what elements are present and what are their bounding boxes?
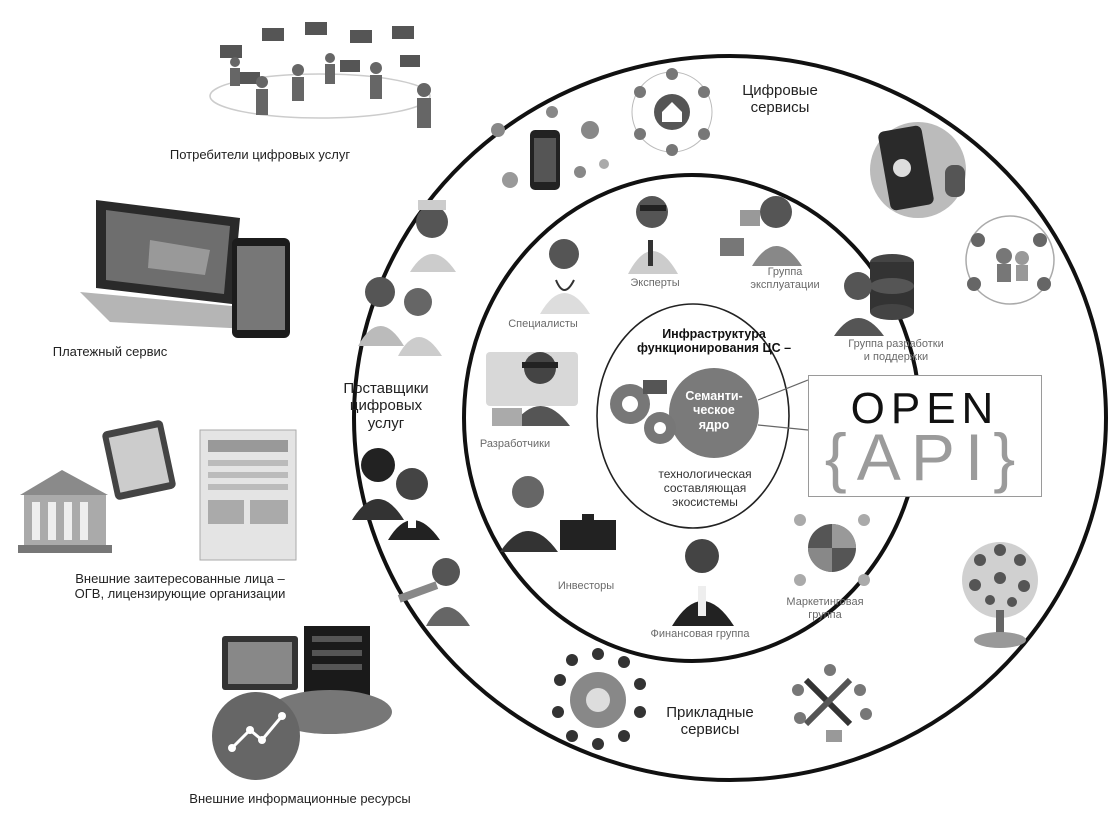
nurse-icon [410, 200, 456, 272]
external-resources-icon [212, 626, 392, 780]
tools-icon [792, 664, 872, 742]
open-api-logo: OPEN {API} [808, 375, 1042, 497]
smart-home-icon [631, 68, 713, 156]
gears-icon [610, 380, 676, 444]
applied-services-network-icon [552, 648, 646, 750]
semantic-core-label: Семанти- ческое ядро [685, 389, 743, 432]
consumers-crowd-icon [209, 22, 431, 128]
consumers-label: Потребители цифровых услуг [169, 147, 351, 162]
investors-label: Инвесторы [557, 580, 615, 592]
applied-services-label: Прикладные сервисы [666, 704, 754, 739]
digital-services-phone-icon [491, 106, 609, 190]
specialist-icon [540, 239, 590, 314]
experts-label: Эксперты [630, 277, 680, 289]
operations-group-label: Группа эксплуатации [750, 266, 820, 291]
expert-icon [628, 196, 678, 274]
payment-devices-icon [80, 200, 290, 338]
developer-icon [486, 352, 578, 426]
core-title: Инфраструктура функционирования ЦС – [636, 327, 792, 356]
openapi-connector-bottom [757, 424, 809, 431]
business-people-icon [352, 448, 440, 540]
core-subtitle: технологическая составляющая экосистемы [658, 467, 752, 509]
outer-ring [352, 54, 1108, 782]
finance-group-label: Финансовая группа [650, 628, 750, 640]
openapi-connector-top [757, 379, 809, 401]
core-ring [596, 303, 790, 529]
stakeholders-icon [18, 420, 297, 561]
worker-icon [397, 558, 470, 626]
semantic-core-circle [669, 368, 759, 458]
suppliers-label: Поставщики цифровых услуг [343, 380, 429, 432]
digital-tree-icon [962, 542, 1038, 648]
external-resources-label: Внешние информационные ресурсы [189, 791, 411, 806]
stakeholders-label: Внешние заитересованные лица – ОГВ, лице… [74, 571, 286, 601]
marketing-group-label: Маркетинговая группа [786, 596, 864, 621]
marketing-group-icon [794, 514, 870, 586]
open-api-word: OPEN [850, 384, 1000, 433]
finance-group-icon [672, 539, 734, 626]
digital-services-label: Цифровые сервисы [742, 82, 818, 117]
medics-icon [358, 277, 442, 356]
info-phone-icon [870, 122, 966, 218]
family-network-icon [965, 215, 1055, 305]
developers-label: Разработчики [479, 438, 551, 450]
dev-support-icon [834, 254, 914, 336]
operations-group-icon [720, 196, 802, 266]
api-braces-word: {API} [824, 420, 1026, 494]
payment-label: Платежный сервис [52, 344, 168, 359]
specialists-label: Специалисты [508, 318, 578, 330]
investor-icon [500, 476, 616, 552]
dev-support-group-label: Группа разработки и поддержки [848, 338, 944, 363]
